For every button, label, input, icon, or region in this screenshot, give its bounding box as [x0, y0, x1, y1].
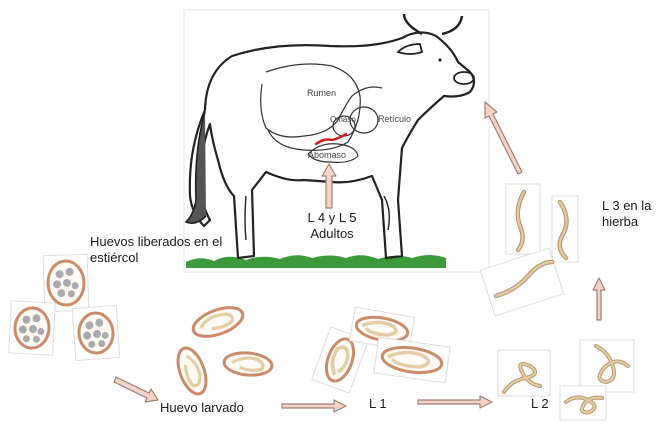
- label-l2: L 2: [531, 396, 549, 412]
- larvated-egg-1: [189, 302, 246, 342]
- l1-larvae: [312, 307, 451, 393]
- organ-label-reticulum: Retículo: [378, 114, 411, 124]
- arrow-l3-to-cow: [485, 102, 522, 174]
- eggs-in-dung: [9, 254, 120, 360]
- l3-larvae: [480, 184, 578, 316]
- label-adults: Adultos: [304, 226, 360, 242]
- organ-label-abomasum: Abomaso: [308, 150, 346, 160]
- label-l4-l5: L 4 y L 5: [304, 210, 360, 226]
- arrow-eggs-to-larvated: [114, 377, 158, 402]
- egg-2: [9, 301, 56, 355]
- l2-larvae: [498, 340, 634, 420]
- egg-3: [72, 306, 120, 361]
- label-l4-l5-adults: L 4 y L 5 Adultos: [304, 210, 360, 241]
- larvated-egg-3: [223, 351, 273, 377]
- l1-larva-3: [374, 337, 450, 383]
- organ-label-rumen: Rumen: [307, 88, 336, 98]
- larvated-egg-2: [173, 344, 212, 397]
- organ-label-omasum: Omaso: [330, 115, 356, 124]
- larvated-eggs: [173, 302, 273, 398]
- arrow-l1-to-l2: [418, 396, 492, 408]
- arrow-l2-to-l3: [593, 278, 605, 320]
- label-l3: L 3 en la hierba: [602, 198, 656, 229]
- label-eggs-released: Huevos liberados en el estiércol: [90, 234, 250, 265]
- arrow-larvated-to-l1: [282, 400, 346, 412]
- label-l1: L 1: [369, 396, 387, 412]
- label-larvated-egg: Huevo larvado: [160, 400, 244, 416]
